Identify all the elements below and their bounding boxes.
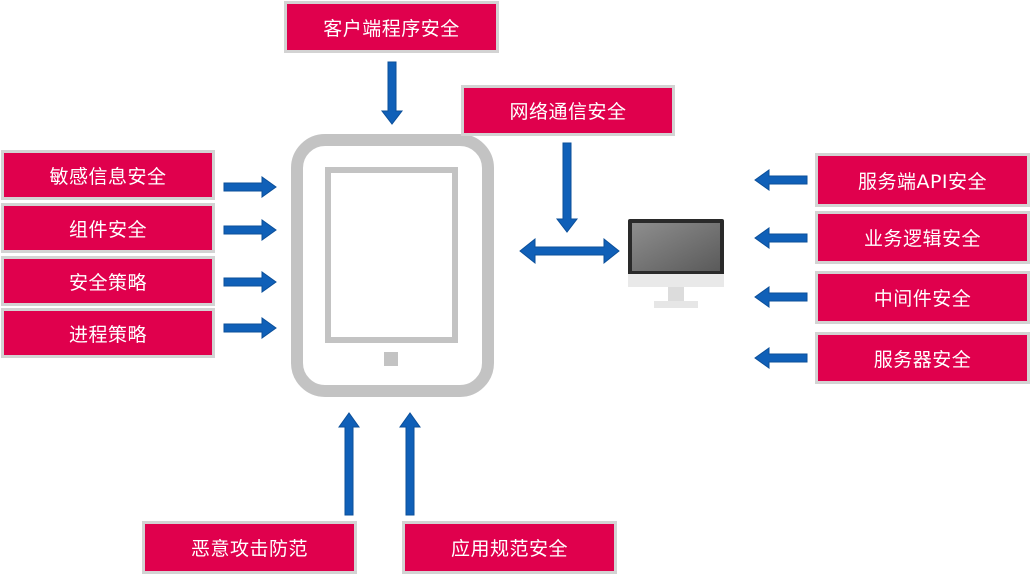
box-server-api-security: 服务端API安全: [815, 153, 1030, 207]
arrow-left-4: [754, 347, 808, 369]
box-network-communication-security: 网络通信安全: [461, 85, 675, 136]
arrow-up-2: [399, 412, 421, 516]
box-business-logic-security: 业务逻辑安全: [815, 211, 1030, 264]
arrow-right-2: [223, 219, 277, 241]
arrow-up-1: [338, 412, 360, 516]
box-application-spec-security: 应用规范安全: [402, 521, 617, 574]
tablet-icon: [291, 134, 494, 397]
monitor-icon: [628, 219, 724, 308]
arrow-down-client: [380, 61, 404, 125]
box-client-program-security: 客户端程序安全: [284, 1, 499, 53]
arrow-left-1: [754, 169, 808, 191]
box-process-policy: 进程策略: [1, 308, 215, 358]
box-sensitive-info-security: 敏感信息安全: [1, 150, 215, 200]
arrow-down-network: [555, 142, 579, 233]
arrow-left-2: [754, 227, 808, 249]
arrow-left-3: [754, 286, 808, 308]
arrow-bidirectional: [519, 237, 620, 265]
arrow-right-1: [223, 176, 277, 198]
box-malicious-attack-prevention: 恶意攻击防范: [142, 521, 357, 574]
arrow-right-3: [223, 271, 277, 293]
box-component-security: 组件安全: [1, 203, 215, 253]
box-security-policy: 安全策略: [1, 256, 215, 306]
box-middleware-security: 中间件安全: [815, 271, 1030, 324]
arrow-right-4: [223, 317, 277, 339]
box-server-security: 服务器安全: [815, 332, 1030, 384]
